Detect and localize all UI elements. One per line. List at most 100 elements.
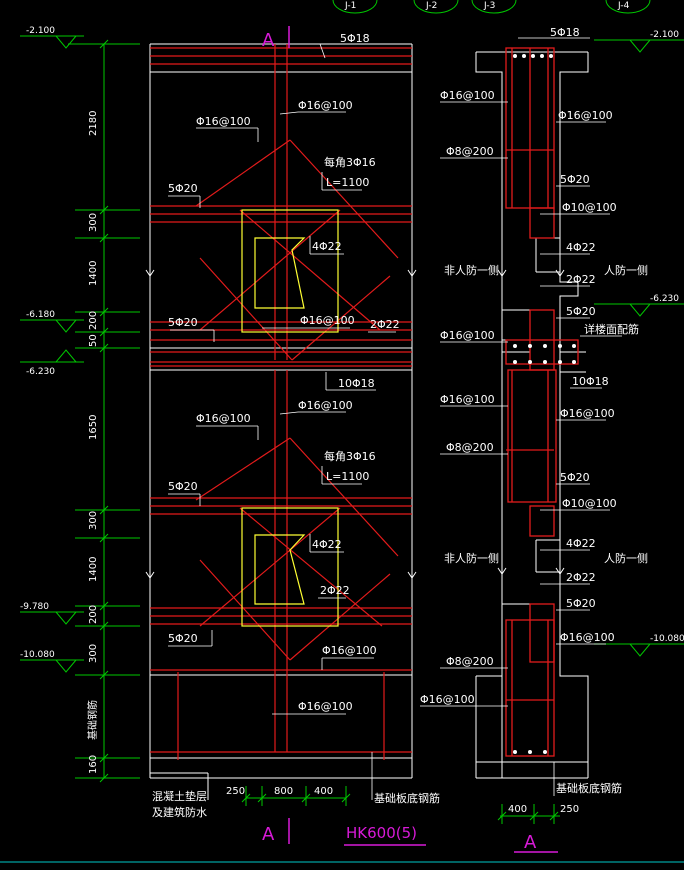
label-2phi22-b: 2Φ22: [320, 584, 350, 597]
right-labels: 5Φ18 Φ16@100 Φ16@100 Φ8@200 5Φ20 Φ10@100…: [420, 26, 648, 795]
dim-2180: 2180: [88, 111, 99, 136]
elev-left-2: -6.180: [26, 310, 55, 320]
vertical-dimension-texts: 2180 300 1400 200 50 1650 300 1400 200 3…: [86, 111, 99, 774]
grid-bubble-j3: [471, 0, 517, 14]
opening-shapes: [241, 209, 339, 627]
note-foundation-left: 基础板底钢筋: [374, 791, 440, 805]
rlabel-non-civil-2: 非人防一侧: [444, 551, 499, 565]
elev-left-1: -2.100: [26, 26, 55, 36]
rlabel-phi16-c: Φ16@100: [440, 329, 495, 342]
wall-section-outline: [475, 51, 589, 779]
label-phi16-upper-right: Φ16@100: [298, 99, 353, 112]
elev-right-3: -10.080: [650, 634, 684, 644]
dim-160: 160: [88, 755, 99, 774]
rlabel-civil-1: 人防一侧: [604, 263, 648, 277]
left-labels: 5Φ18 Φ16@100 Φ16@100 每角3Φ16 L=1100 5Φ20 …: [152, 32, 440, 819]
label-5phi20-c: 5Φ20: [168, 480, 198, 493]
dim-bottom-250: 250: [226, 786, 245, 797]
dim-300-a: 300: [88, 213, 99, 232]
grid-j1: J-1: [344, 1, 356, 11]
rlabel-civil-2: 人防一侧: [604, 551, 648, 565]
rlabel-phi8-c: Φ8@200: [446, 655, 494, 668]
dim-50: 50: [88, 334, 99, 347]
rlabel-5phi20-a: 5Φ20: [560, 173, 590, 186]
rlabel-5phi20-b: 5Φ20: [566, 305, 596, 318]
wall-elevation-outline: [145, 43, 417, 800]
rlabel-phi16-d: Φ16@100: [440, 393, 495, 406]
label-length-1: L=1100: [326, 176, 369, 189]
rlabel-5phi18: 5Φ18: [550, 26, 580, 39]
vertical-dimension-line: [68, 39, 140, 783]
label-4phi22-a: 4Φ22: [312, 240, 342, 253]
grid-bubbles: [332, 0, 651, 14]
grid-j4: J-4: [617, 1, 630, 11]
rlabel-phi16-e: Φ16@100: [560, 407, 615, 420]
dim-300-c: 300: [88, 644, 99, 663]
rlabel-10phi18: 10Φ18: [572, 375, 609, 388]
elev-left-5: -10.080: [20, 650, 55, 660]
elev-left-3: -6.230: [26, 367, 55, 377]
elev-left-4: -9.780: [20, 602, 49, 612]
rlabel-detail: 详楼面配筋: [584, 322, 639, 336]
label-5phi20-a: 5Φ20: [168, 182, 198, 195]
rlabel-phi8-a: Φ8@200: [446, 145, 494, 158]
rlabel-phi16-a: Φ16@100: [440, 89, 495, 102]
grid-bubble-j1: [332, 0, 378, 14]
leaders-left: [168, 43, 412, 800]
dim-bottom-400: 400: [314, 786, 333, 797]
label-5phi20-b: 5Φ20: [168, 316, 198, 329]
right-bottom-dimensions: [497, 804, 560, 824]
note-cushion: 混凝土垫层: [152, 789, 207, 803]
label-phi16-mid: Φ16@100: [300, 314, 355, 327]
dim-200-b: 200: [88, 605, 99, 624]
label-5phi20-d: 5Φ20: [168, 632, 198, 645]
rlabel-non-civil-1: 非人防一侧: [444, 263, 499, 277]
opening-upper: [254, 237, 306, 309]
label-2phi22-a: 2Φ22: [370, 318, 400, 331]
dim-1650: 1650: [88, 415, 99, 440]
label-5phi18-left: 5Φ18: [340, 32, 370, 45]
grid-bubble-j2: [413, 0, 459, 14]
section-mark-top: A: [262, 30, 275, 51]
rlabel-phi8-b: Φ8@200: [446, 441, 494, 454]
rlabel-5phi20-c: 5Φ20: [560, 471, 590, 484]
rebar-dots: [513, 54, 576, 754]
grid-j2: J-2: [425, 1, 437, 11]
dim-300-b: 300: [88, 511, 99, 530]
section-marks: [288, 26, 558, 853]
label-phi16-low: Φ16@100: [322, 644, 377, 657]
label-length-2: L=1100: [326, 470, 369, 483]
dim-200-a: 200: [88, 311, 99, 330]
drawing-title: HK600(5): [346, 824, 417, 842]
dim-bottom-800: 800: [274, 786, 293, 797]
rlabel-4phi22-a: 4Φ22: [566, 241, 596, 254]
grid-bubble-j4: [605, 0, 651, 14]
elev-right-1: -2.100: [650, 30, 679, 40]
bottom-dimensions: [241, 786, 351, 806]
rlabel-2phi22-a: 2Φ22: [566, 273, 596, 286]
elev-right-2: -6.230: [650, 294, 679, 304]
opening-lower: [254, 534, 306, 605]
label-phi16-upper-left: Φ16@100: [196, 115, 251, 128]
rlabel-phi10-b: Φ10@100: [562, 497, 617, 510]
rlabel-phi16-g: Φ16@100: [420, 693, 475, 706]
rebar-right-section: [505, 47, 579, 757]
dim-foundation: 基础钢筋: [86, 700, 99, 740]
elevation-markers-left: [20, 35, 84, 673]
rlabel-phi16-b: Φ16@100: [558, 109, 613, 122]
dim-right-400: 400: [508, 804, 527, 815]
label-phi16-lower-right: Φ16@100: [298, 399, 353, 412]
rlabel-4phi22-b: 4Φ22: [566, 537, 596, 550]
label-4phi22-b: 4Φ22: [312, 538, 342, 551]
label-phi16-bottom: Φ16@100: [298, 700, 353, 713]
rlabel-phi10-a: Φ10@100: [562, 201, 617, 214]
section-mark-bottom: A: [262, 824, 275, 845]
dim-right-250: 250: [560, 804, 579, 815]
elevation-markers-right: [594, 39, 684, 657]
note-waterproof: 及建筑防水: [152, 805, 207, 819]
label-each-corner-1: 每角3Φ16: [324, 155, 376, 169]
label-phi16-lower-left: Φ16@100: [196, 412, 251, 425]
section-mark-right: A: [524, 832, 537, 853]
